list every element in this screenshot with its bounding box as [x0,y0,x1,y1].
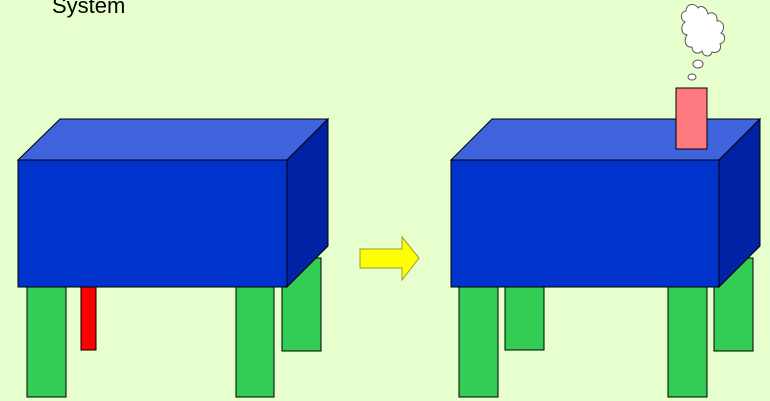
left-table-top-face [16,118,330,161]
left-table [16,117,330,398]
right-table-back-leg-left [504,286,545,351]
right-table-front-leg-left [458,286,499,398]
left-table-front-leg-left [26,286,67,398]
right-table [449,87,762,398]
left-table-front-face [17,159,288,288]
right-table-front-leg-right [667,286,708,398]
left-table-front-leg-right [235,286,275,398]
diagram-title: System [52,0,126,18]
right-table-front-face [450,159,720,288]
smoke-cloud-icon [680,3,726,81]
right-table-chimney [675,87,708,150]
right-arrow-icon [359,235,420,282]
left-table-red-rod [80,286,97,351]
right-table-top-face [449,118,762,161]
